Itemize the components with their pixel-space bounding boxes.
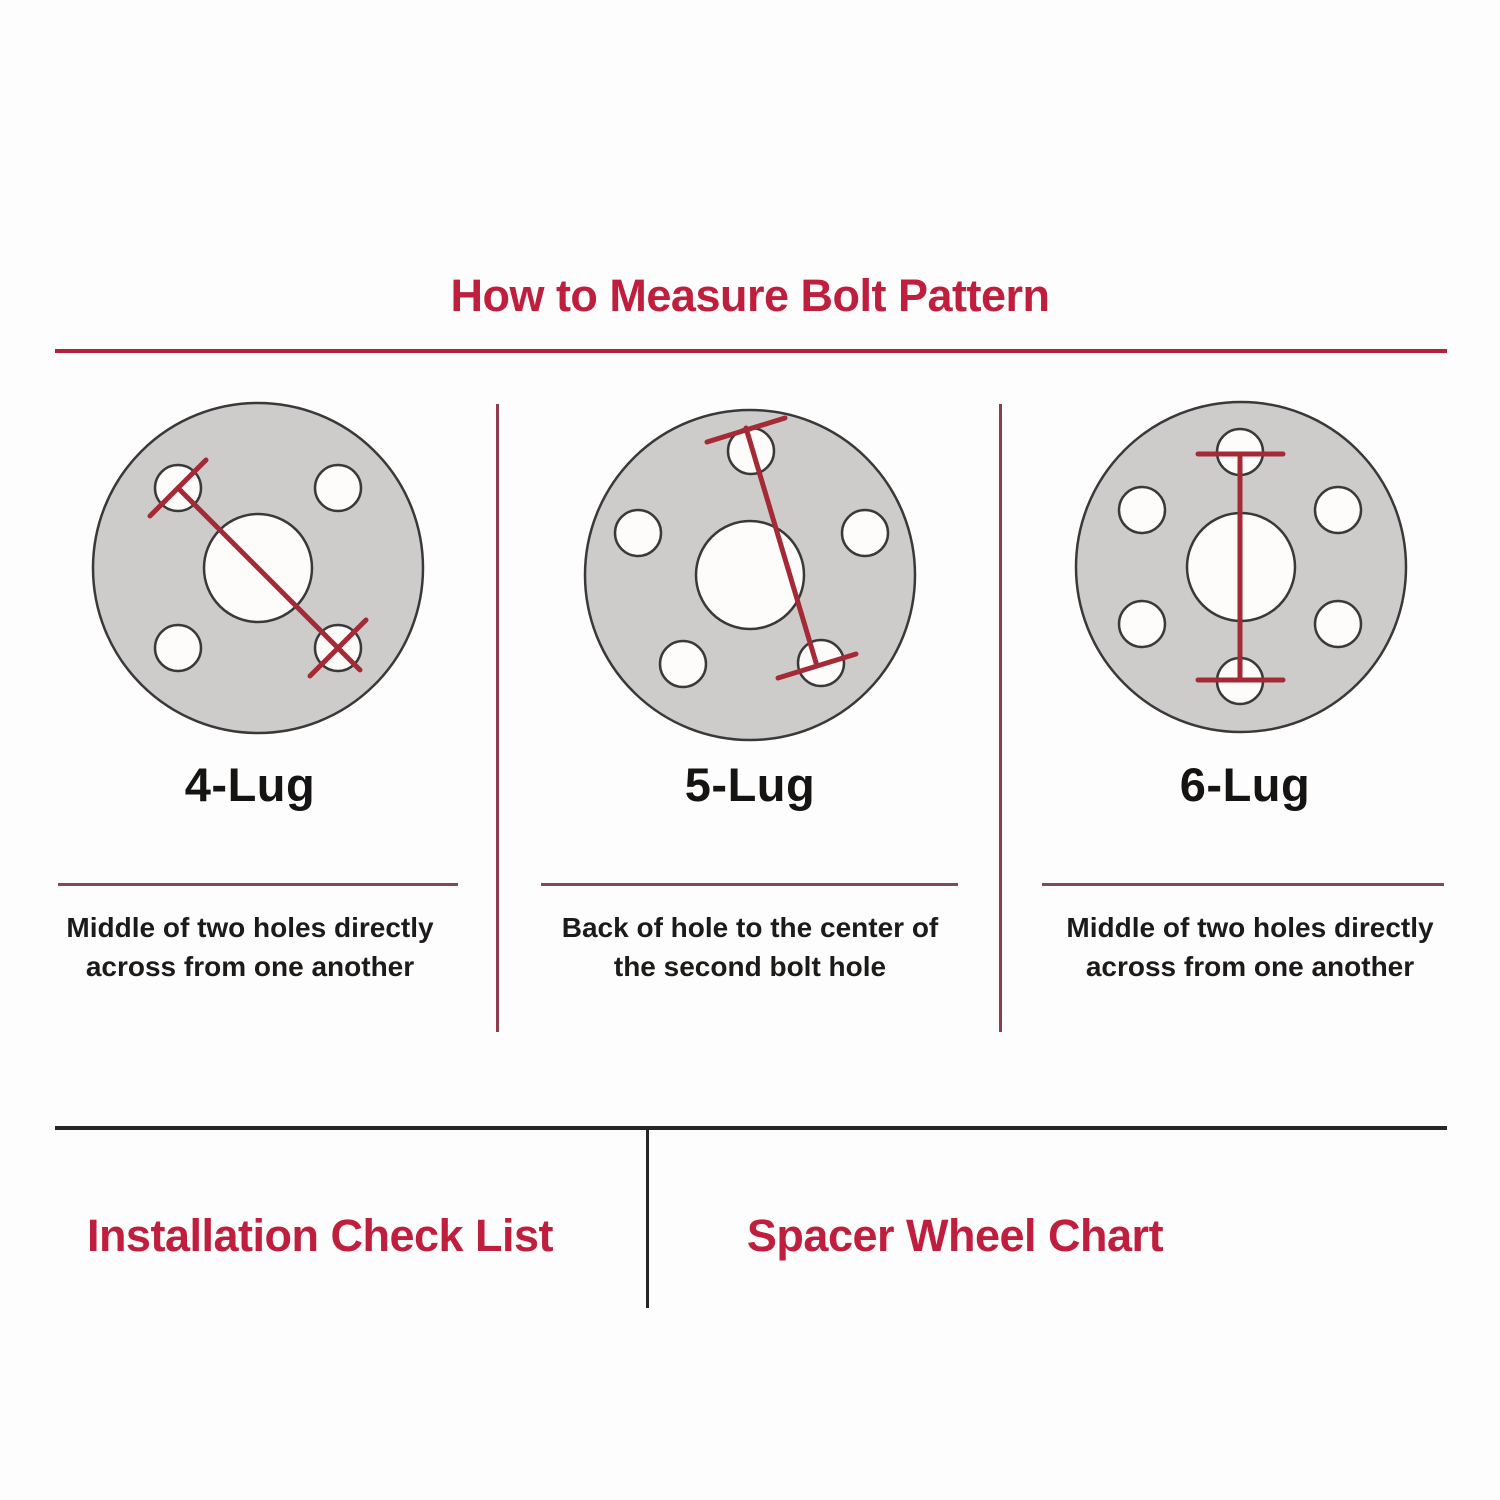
measurement-tick: [147, 457, 209, 519]
lug-label-4: 4-Lug: [184, 758, 316, 811]
lug-description-4: Middle of two holes directly across from…: [10, 908, 490, 986]
lug-label-6: 6-Lug: [1179, 758, 1311, 811]
label-separator-4: [58, 883, 458, 886]
bolt-hole: [1117, 485, 1167, 535]
measurement-tick: [307, 617, 369, 679]
title-underline: [55, 349, 1447, 353]
footer-rule: [55, 1126, 1447, 1130]
measurement-tick: [775, 651, 859, 681]
center-bore: [694, 519, 806, 631]
bolt-hole: [153, 623, 203, 673]
measurement-line: [175, 485, 363, 673]
description-line: Back of hole to the center of: [561, 912, 939, 943]
bolt-hole: [613, 508, 663, 558]
bolt-hole: [840, 508, 890, 558]
bolt-hole: [313, 463, 363, 513]
lug-description-6: Middle of two holes directly across from…: [1010, 908, 1490, 986]
bolt-hole: [1313, 485, 1363, 535]
description-line: the second bolt hole: [613, 951, 887, 982]
description-line: across from one another: [1085, 951, 1415, 982]
bolt-hole: [1117, 599, 1167, 649]
footer-divider: [646, 1126, 649, 1308]
lug-diagrams: [91, 400, 1408, 742]
description-line: Middle of two holes directly: [66, 912, 434, 943]
description-line: across from one another: [85, 951, 415, 982]
panel-divider-2: [999, 404, 1002, 1032]
5-lug-diagram: [583, 408, 917, 742]
bolt-hole: [658, 639, 708, 689]
lug-label-5: 5-Lug: [684, 758, 816, 811]
label-separator-5: [541, 883, 958, 886]
measurement-tick: [704, 415, 788, 445]
measurement-line: [743, 425, 820, 669]
label-separator-6: [1042, 883, 1444, 886]
description-line: Middle of two holes directly: [1066, 912, 1434, 943]
lug-description-5: Back of hole to the center of the second…: [505, 908, 995, 986]
link-spacer-wheel-chart[interactable]: Spacer Wheel Chart: [746, 1210, 1164, 1261]
page-title: How to Measure Bolt Pattern: [450, 270, 1050, 321]
bolt-hole: [1313, 599, 1363, 649]
4-lug-diagram: [91, 401, 425, 735]
6-lug-diagram: [1074, 400, 1408, 734]
panel-divider-1: [496, 404, 499, 1032]
link-installation-check-list[interactable]: Installation Check List: [86, 1210, 554, 1261]
